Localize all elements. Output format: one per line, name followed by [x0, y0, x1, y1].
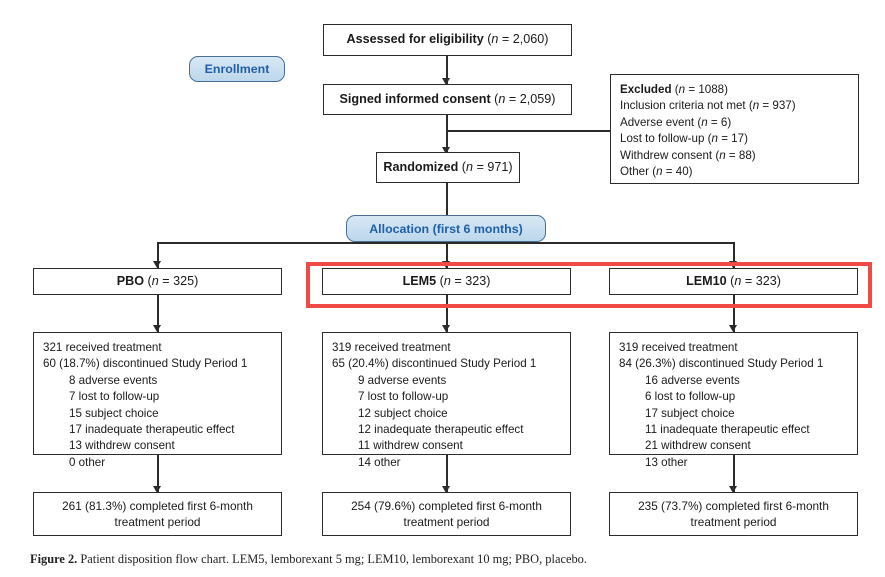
arm-reason-line: 15 subject choice: [69, 406, 159, 420]
arrowhead-consent: [441, 78, 450, 85]
box-assessed-count: (n = 2,060): [487, 32, 549, 47]
arm-discontinued-line: 60 (18.7%) discontinued Study Period 1: [43, 357, 248, 371]
box-consent-count: (n = 2,059): [494, 91, 556, 106]
arm-reason-line: 7 lost to follow-up: [358, 390, 449, 404]
arm-completed-line1: 235 (73.7%) completed first 6-month: [638, 498, 829, 513]
phase-badge-enrollment-label: Enrollment: [204, 62, 270, 76]
arm-received-line: 319 received treatment: [619, 341, 738, 354]
box-randomized-count: (n = 971): [461, 159, 513, 174]
excluded-reason-line: Other (n = 40): [620, 165, 693, 179]
figure-caption: Figure 2. Patient disposition flow chart…: [30, 552, 587, 567]
box-arm-lem10-text: LEM10 (n = 323): [686, 273, 781, 288]
arm-reason-line: 14 other: [358, 455, 401, 469]
connector-allocation-to-pbo: [157, 242, 159, 268]
arrowhead-lem10-detail: [728, 325, 737, 332]
excluded-title-line: Excluded (n = 1088): [620, 83, 728, 96]
arrowhead-lem5-detail: [441, 325, 450, 332]
connector-consent-to-randomized: [446, 115, 448, 153]
connector-allocation-distributor: [157, 242, 734, 244]
phase-badge-allocation-label: Allocation (first 6 months): [369, 221, 523, 236]
box-assessed-text: Assessed for eligibility (n = 2,060): [346, 32, 549, 47]
arm-reason-line: 8 adverse events: [69, 373, 158, 387]
connector-lem10-to-completed: [733, 455, 735, 492]
arm-discontinued-line: 65 (20.4%) discontinued Study Period 1: [332, 357, 537, 371]
arm-completed-line2: treatment period: [114, 515, 201, 529]
lem-arms-highlight-rectangle: [306, 262, 872, 308]
box-signed-informed-consent: Signed informed consent (n = 2,059): [323, 84, 572, 115]
arm-reason-line: 16 adverse events: [645, 373, 740, 387]
box-arm-pbo-text: PBO (n = 325): [116, 273, 199, 288]
connector-allocation-to-lem5: [446, 242, 448, 268]
excluded-reason-line: Lost to follow-up (n = 17): [620, 132, 748, 146]
arm-reason-line: 6 lost to follow-up: [645, 390, 736, 404]
box-assessed-for-eligibility: Assessed for eligibility (n = 2,060): [323, 24, 572, 56]
arm-completed-line2: treatment period: [690, 515, 777, 529]
arm-reason-line: 12 inadequate therapeutic effect: [358, 423, 524, 437]
box-arm-lem10-completed: 235 (73.7%) completed first 6-month treat…: [609, 492, 858, 536]
arrowhead-pbo-detail: [152, 325, 161, 332]
excluded-title-count: (n = 1088): [674, 83, 728, 96]
connector-to-excluded: [446, 130, 611, 132]
arm-received-line: 319 received treatment: [332, 341, 451, 354]
figure-caption-text: Patient disposition flow chart. LEM5, le…: [80, 552, 587, 566]
arrowhead-lem10-completed: [728, 486, 737, 493]
figure-caption-label: Figure 2.: [30, 552, 78, 566]
box-arm-lem10: LEM10 (n = 323): [609, 268, 858, 295]
connector-allocation-to-lem10: [733, 242, 735, 268]
box-arm-lem5-text: LEM5 (n = 323): [402, 273, 491, 288]
arrowhead-randomized: [441, 147, 450, 154]
box-arm-lem5: LEM5 (n = 323): [322, 268, 571, 295]
arrowhead-pbo-completed: [152, 486, 161, 493]
arm-discontinued-line: 84 (26.3%) discontinued Study Period 1: [619, 357, 824, 371]
excluded-reason-line: Adverse event (n = 6): [620, 115, 732, 129]
arm-reason-line: 11 inadequate therapeutic effect: [645, 423, 810, 437]
box-excluded: Excluded (n = 1088) Inclusion criteria n…: [610, 74, 859, 184]
phase-badge-allocation: Allocation (first 6 months): [346, 215, 546, 242]
box-consent-text: Signed informed consent (n = 2,059): [339, 91, 556, 106]
box-arm-lem5-disposition: 319 received treatment 65 (20.4%) discont…: [322, 332, 571, 469]
connector-pbo-to-detail: [157, 295, 159, 332]
arm-received-line: 321 received treatment: [43, 341, 162, 354]
connector-pbo-to-completed: [157, 455, 159, 492]
arrowhead-lem5-completed: [441, 486, 450, 493]
arm-reason-line: 7 lost to follow-up: [69, 390, 160, 404]
box-randomized: Randomized (n = 971): [376, 152, 520, 183]
arm-reason-line: 13 withdrew consent: [69, 439, 175, 453]
connector-randomized-to-allocation: [446, 183, 448, 216]
arm-reason-line: 21 withdrew consent: [645, 439, 751, 453]
arm-completed-line1: 254 (79.6%) completed first 6-month: [351, 498, 542, 513]
excluded-reason-list: Inclusion criteria not met (n = 937) Adve…: [620, 98, 858, 180]
box-arm-lem10-disposition: 319 received treatment 84 (26.3%) discont…: [609, 332, 858, 469]
box-arm-pbo: PBO (n = 325): [33, 268, 282, 295]
arm-reason-line: 9 adverse events: [358, 373, 447, 387]
connector-lem10-to-detail: [733, 295, 735, 332]
arm-completed-line2: treatment period: [403, 515, 490, 529]
excluded-reason-line: Inclusion criteria not met (n = 937): [620, 99, 796, 113]
arm-reason-line: 13 other: [645, 455, 688, 469]
box-randomized-text: Randomized (n = 971): [383, 159, 513, 174]
arm-reason-line: 17 inadequate therapeutic effect: [69, 423, 235, 437]
arrowhead-pbo: [152, 261, 161, 268]
connector-lem5-to-detail: [446, 295, 448, 332]
arm-reason-line: 0 other: [69, 455, 106, 469]
arm-completed-line1: 261 (81.3%) completed first 6-month: [62, 498, 253, 513]
arm-reason-line: 12 subject choice: [358, 406, 448, 420]
connector-lem5-to-completed: [446, 455, 448, 492]
phase-badge-enrollment: Enrollment: [189, 56, 285, 82]
box-arm-pbo-disposition: 321 received treatment 60 (18.7%) discont…: [33, 332, 282, 469]
connector-assessed-to-consent: [446, 56, 448, 85]
box-arm-pbo-completed: 261 (81.3%) completed first 6-month treat…: [33, 492, 282, 536]
arm-reason-line: 11 withdrew consent: [358, 439, 463, 453]
arm-reason-line: 17 subject choice: [645, 406, 735, 420]
box-arm-lem5-completed: 254 (79.6%) completed first 6-month treat…: [322, 492, 571, 536]
excluded-reason-line: Withdrew consent (n = 88): [620, 148, 756, 162]
